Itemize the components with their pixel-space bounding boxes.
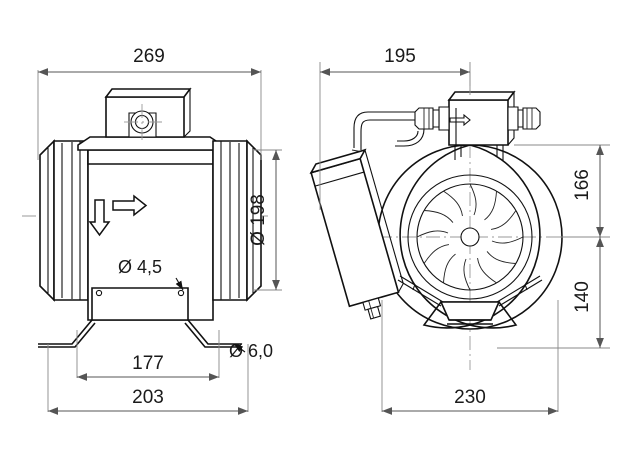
gland-left-ring-1	[432, 109, 440, 128]
note-hole-60-label: Ø 6,0	[229, 341, 273, 361]
impeller-blade	[443, 190, 463, 217]
capacitor-box-side	[359, 148, 404, 293]
mounting-bracket-plate	[91, 287, 189, 321]
housing-inner-circle	[407, 174, 533, 300]
casing-top-lip	[77, 136, 223, 151]
impeller-blade	[486, 251, 516, 264]
cutoff-line-left-2	[399, 275, 444, 303]
airflow-arrow-vertical	[88, 199, 111, 237]
terminal-box-lid	[104, 88, 192, 98]
impeller-blade	[490, 210, 517, 230]
gland-right-ring-1	[517, 109, 524, 128]
gland-right-nut	[522, 107, 541, 130]
impeller-blade	[477, 257, 497, 284]
dim-230-label: 230	[454, 387, 486, 408]
capacitor-box-face	[310, 157, 400, 308]
dim-195-label: 195	[384, 46, 416, 67]
terminal-box-side-lid	[447, 91, 516, 101]
mounting-foot-right-upper	[187, 319, 242, 345]
capacitor-bolt-nut	[367, 305, 382, 320]
dim-198-label: Ø 198	[248, 194, 269, 246]
capacitor-bolt-facet	[368, 300, 375, 319]
cutoff-tick-right	[524, 283, 528, 291]
casing-top-strip	[87, 149, 214, 165]
capacitor-box-seam	[314, 171, 365, 187]
left-transition-wall	[53, 140, 89, 301]
left-duct-spigot	[39, 139, 55, 302]
impeller-blade	[443, 253, 456, 283]
dim-269-label: 269	[133, 46, 165, 67]
impeller-hub	[460, 227, 480, 247]
conduit-tube-outer	[353, 111, 415, 148]
dim-166-label: 166	[572, 169, 593, 201]
dim-177-label: 177	[132, 353, 164, 374]
impeller-blade	[416, 230, 449, 238]
cutoff-line-right-2	[496, 275, 541, 303]
note-hole-60-leader	[233, 343, 246, 353]
gland-right-collar	[507, 106, 519, 131]
capacitor-box-group	[309, 148, 404, 320]
terminal-box-flow-arrow	[449, 113, 471, 127]
impeller-blade	[463, 258, 471, 291]
note-hole-45-leader	[175, 277, 184, 291]
dim-140-label: 140	[572, 281, 593, 313]
impeller-blade	[491, 236, 524, 244]
airflow-arrow-horizontal	[112, 194, 148, 217]
capacitor-bolt-washer	[362, 297, 382, 311]
impeller-blade	[423, 244, 450, 264]
conduit-tube-inner	[360, 119, 415, 150]
mounting-foot-left-upper	[38, 319, 93, 345]
cutoff-tick-left	[412, 283, 416, 291]
impeller-blade	[424, 210, 454, 223]
bracket-mounting-hole-right	[177, 289, 185, 297]
dim-203-label: 203	[132, 387, 164, 408]
note-hole-45-label: Ø 4,5	[118, 257, 162, 277]
conduit-lower-loop-2	[397, 130, 419, 142]
conduit-lower-loop	[395, 128, 425, 147]
gland-left-collar	[438, 106, 450, 131]
mounting-foot-right-lower	[184, 322, 242, 348]
mounting-foot-left-lower	[38, 322, 96, 348]
impeller-blade	[484, 191, 497, 221]
bottom-outlet-transition	[439, 301, 501, 321]
terminal-box-right-face	[183, 87, 191, 138]
impeller-blades	[416, 183, 524, 291]
front-section-view: Ø 4,5 Ø 6,0 269 Ø 198 177	[22, 46, 282, 415]
side-view: 195 166 140 230	[309, 46, 610, 415]
bracket-mounting-hole-left	[95, 289, 103, 297]
cutoff-line-right-1	[498, 279, 543, 307]
cutoff-line-left-1	[397, 279, 442, 307]
impeller-blade	[469, 183, 477, 216]
